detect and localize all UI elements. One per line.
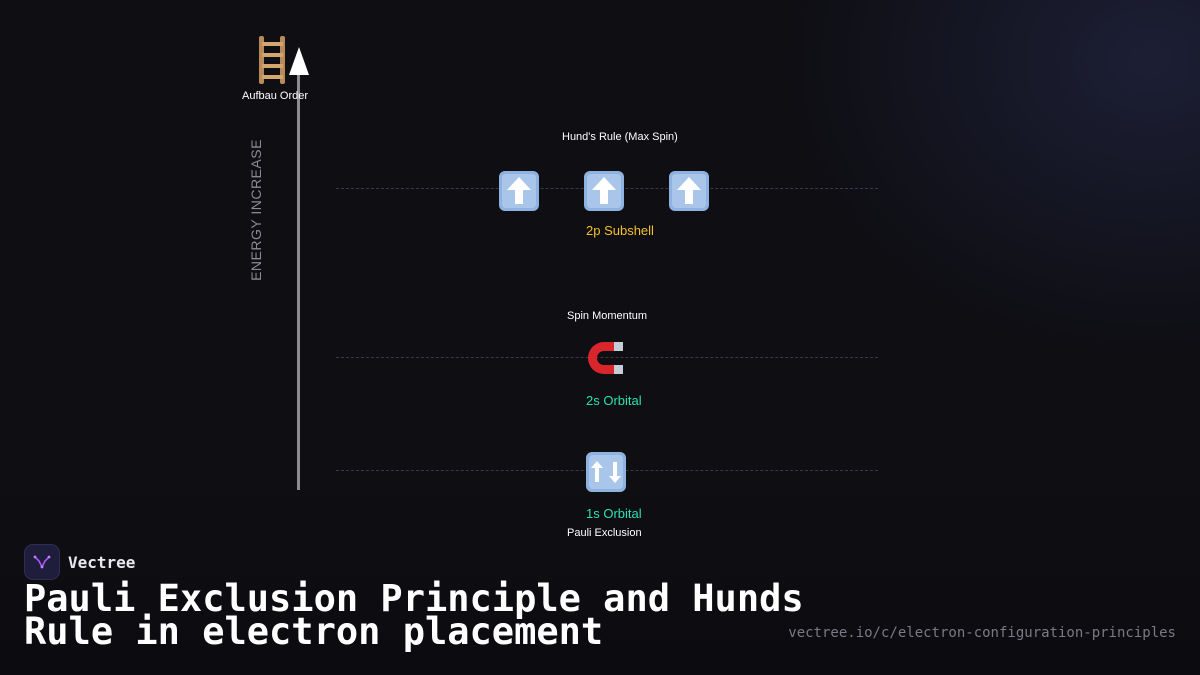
orbital-label-2s: 2s Orbital (586, 393, 642, 408)
brand: Vectree (24, 544, 135, 580)
axis-arrow-head (289, 47, 309, 75)
orbital-label-2p: 2p Subshell (586, 223, 654, 238)
vectree-logo-icon (24, 544, 60, 580)
swap-arrows-icon (586, 452, 626, 492)
orbital-label-1s: 1s Orbital (586, 506, 642, 521)
spin-momentum-label: Spin Momentum (567, 310, 648, 322)
axis-title: Aufbau Order (242, 90, 309, 102)
magnet-icon (586, 338, 626, 378)
hunds-rule-label: Hund's Rule (Max Spin) (562, 131, 678, 143)
ladder-icon (256, 36, 290, 84)
up-arrow-icon (584, 171, 624, 211)
up-arrow-icon (499, 171, 539, 211)
source-url: vectree.io/c/electron-configuration-prin… (788, 625, 1176, 641)
up-arrow-icon (669, 171, 709, 211)
energy-axis-line (297, 62, 300, 490)
brand-name: Vectree (68, 552, 136, 572)
page-title: Pauli Exclusion Principle and Hunds Rule… (24, 577, 804, 653)
pauli-exclusion-label: Pauli Exclusion (567, 527, 642, 539)
energy-increase-label: ENERGY INCREASE (248, 139, 264, 281)
level-line-2s (336, 357, 878, 358)
